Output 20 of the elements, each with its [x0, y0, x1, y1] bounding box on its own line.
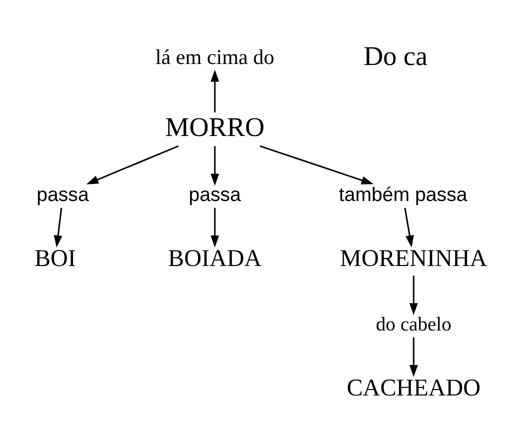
arrow	[409, 336, 418, 377]
node-text: também passa	[338, 183, 468, 206]
arrow	[210, 69, 220, 112]
node-text: CACHEADO	[346, 375, 481, 402]
node-text: MORENINHA	[340, 246, 488, 272]
node-text: BOI	[34, 246, 76, 272]
node-text: passa	[36, 183, 89, 206]
node-text: MORRO	[165, 112, 265, 142]
arrow	[404, 207, 414, 247]
node-text: BOIADA	[168, 246, 262, 272]
arrow	[86, 144, 179, 184]
node-text: lá em cima do	[155, 44, 274, 69]
arrow	[409, 275, 418, 315]
arrow	[260, 144, 374, 184]
arrow	[54, 207, 62, 247]
arrow	[210, 146, 220, 186]
arrow	[210, 207, 220, 247]
node-text: do cabelo	[376, 314, 452, 335]
node-text: passa	[188, 183, 241, 206]
label: Do ca	[364, 40, 428, 71]
